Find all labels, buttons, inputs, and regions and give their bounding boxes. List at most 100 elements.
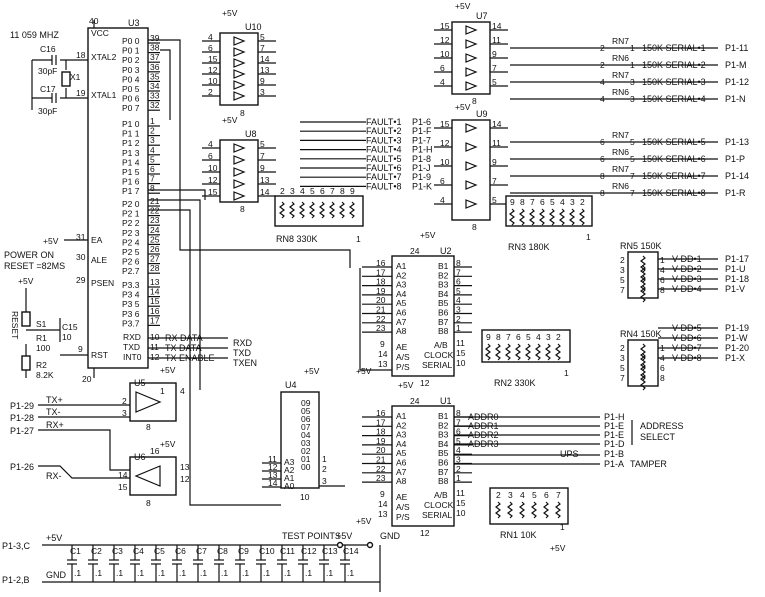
u3-p0-3-label: P0 3 [122,65,140,75]
u8-out-pin-2: 9 [260,163,265,173]
u3-vcc: VCC [91,28,109,38]
rx-minus-label: RX- [46,471,62,481]
u7-ref: U7 [476,11,488,21]
u1-b-6-label: B7 [438,467,449,477]
u4-out-6: 02 [301,446,311,456]
u3-rxd-pin: 10 [150,332,160,342]
decoupling-gnd: GND [46,570,67,580]
cap-7-ref: C8 [217,546,228,556]
u2-a-5-label: A6 [396,308,407,318]
u7-in-pin-0: 15 [440,21,450,31]
u8-supply: +5V [222,115,238,125]
u2-as-label: A/S [396,352,410,362]
u1-ps-supply: +5V [356,516,372,526]
u4-addr-3-label: A0 [284,481,295,491]
c15-value: 10 [62,332,72,342]
cap-12-value: .1 [326,568,333,578]
rn4-resistor-3 [640,373,646,391]
u3-p2-5-pin: 26 [150,244,160,254]
u1-ab-label: A/B [434,490,448,500]
u10-in-pin-1: 6 [208,43,213,53]
u2-a-3-pin: 19 [376,286,386,296]
fault-2-dest: P1-7 [412,135,431,145]
rn3-pin-1: 8 [520,197,525,207]
fault-1-label: FAULT•2 [366,126,402,136]
txd-label: TXD [233,348,252,358]
u3-ale-pin: 30 [76,252,86,262]
u3-gnd-pin: 20 [82,374,92,384]
rn5-pin-b-3: 8 [660,285,665,295]
u8-gnd-pin: 8 [240,204,245,214]
rn1-label: RN1 10K [500,530,537,540]
test-points-gnd: GND [380,531,401,541]
u5-supply: +5V [160,365,176,375]
u9-out-pin-0: 14 [492,119,502,129]
u10-gate-0 [233,36,246,46]
u3-p1-7-label: P1 7 [122,186,140,196]
u1-serial-pin: 10 [456,508,466,518]
u8-in-pin-1: 6 [208,151,213,161]
u7-out-pin-3: 7 [492,63,497,73]
u3-p1-2-pin: 3 [150,135,155,145]
u3-p0-4-label: P0 4 [122,74,140,84]
u8-gate-0 [233,143,246,153]
u4-out-8: 00 [301,462,311,472]
u2-a-0-pin: 16 [376,258,386,268]
u4-out-5: 03 [301,438,311,448]
cap-10-ref: C11 [280,546,295,556]
u2-ps-supply: +5V [356,366,372,376]
rn5-pin-a-3: 7 [620,285,625,295]
rn3-pin-6: 3 [570,197,575,207]
u2-b-1-label: B2 [438,270,449,280]
u3-p2-0-label: P2 0 [122,199,140,209]
rn2-resistor-0 [485,343,491,361]
u6-pin-3: 12 [180,474,190,484]
c17-value: 30pF [38,106,57,116]
cap-1-ref: C2 [91,546,102,556]
rn2-label: RN2 330K [494,378,536,388]
u2-ps-label: P/S [396,362,410,372]
vdd-0-dest: P1-17 [725,254,749,264]
power-on-line2: RESET =82MS [4,261,65,271]
rn3-resistor-4 [549,208,555,226]
r2-value: 8.2K [36,370,54,380]
u3-psen: PSEN [91,278,114,288]
rn8-pin-0: 2 [280,186,285,196]
u3-p2-2-pin: 23 [150,215,160,225]
cap-6-ref: C7 [196,546,207,556]
cap-2-value: .1 [116,568,123,578]
u4-addr-1-pin: 12 [268,462,278,472]
u8-gate-1 [233,155,246,165]
u4-addr-2-pin: 13 [268,470,278,480]
u1-ae-pin: 9 [380,489,385,499]
u10-in-pin-2: 15 [208,54,218,64]
u10-out-pin-5: 3 [260,87,265,97]
u2-a-3-label: A4 [396,289,407,299]
s1-ref: S1 [36,319,47,329]
vdd-2-dest: P1-18 [725,274,749,284]
u3-p0-4-pin: 35 [150,71,160,81]
u3-p1-3-pin: 4 [150,145,155,155]
u9-in-pin-4: 4 [440,195,445,205]
u2-b-4-label: B5 [438,298,449,308]
u10-in-pin-3: 12 [208,65,218,75]
cap-3-value: .1 [137,568,144,578]
rn3-resistor-3 [539,208,545,226]
u2-clock-label: CLOCK [424,350,454,360]
rn1-pin-5: 7 [556,490,561,500]
u2-b-2-label: B3 [438,280,449,290]
test-points-supply: +5V [336,531,352,541]
rn1-supply: +5V [550,543,566,553]
crystal-circuit: C16 30pF C17 30pF X1 [31,44,88,116]
u5-pin-3: 4 [180,386,185,396]
u3-p1-5-label: P1 5 [122,167,140,177]
r1-ref: R1 [36,333,47,343]
ea-supply-label: +5V [43,236,59,246]
u5-pin-1: 3 [122,408,127,418]
u4-addr-2-label: A1 [284,473,295,483]
rn8-resistor-0 [279,201,285,219]
rn8-resistor-2 [299,201,305,219]
